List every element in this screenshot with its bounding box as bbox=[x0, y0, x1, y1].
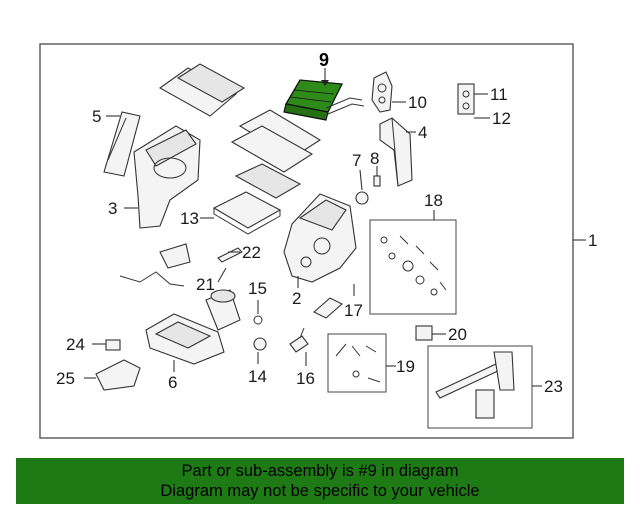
part-24[interactable] bbox=[105, 339, 121, 351]
part-10[interactable] bbox=[371, 71, 393, 113]
part-3-blower-housing[interactable] bbox=[133, 125, 201, 229]
part-11-12-bracket[interactable] bbox=[457, 83, 475, 115]
part-17-seal[interactable] bbox=[313, 297, 343, 319]
callout-11: 11 bbox=[490, 85, 508, 104]
callout-14: 14 bbox=[248, 367, 267, 386]
callout-15: 15 bbox=[248, 279, 267, 298]
callout-18: 18 bbox=[424, 191, 443, 210]
callout-9: 9 bbox=[319, 50, 329, 70]
callout-6: 6 bbox=[168, 373, 177, 392]
callout-21: 21 bbox=[196, 275, 215, 294]
part-2-heater-case[interactable] bbox=[283, 193, 357, 283]
banner-line-1: Part or sub-assembly is #9 in diagram bbox=[181, 462, 459, 480]
part-18-kit-box[interactable] bbox=[369, 219, 457, 315]
part-19-kit-box[interactable] bbox=[327, 333, 387, 393]
part-25[interactable] bbox=[95, 359, 141, 391]
part-6-lower-case[interactable] bbox=[145, 313, 225, 365]
blower-motor[interactable] bbox=[205, 289, 241, 331]
part-13[interactable] bbox=[212, 191, 282, 235]
banner-line-2: Diagram may not be specific to your vehi… bbox=[160, 482, 480, 500]
callout-2: 2 bbox=[292, 289, 301, 308]
callout-25: 25 bbox=[56, 369, 75, 388]
info-banner: Part or sub-assembly is #9 in diagram Di… bbox=[16, 458, 624, 504]
part-16-sensor[interactable] bbox=[289, 327, 309, 353]
part-23-kit-box[interactable] bbox=[427, 345, 533, 429]
callout-1: 1 bbox=[588, 231, 597, 250]
callout-5: 5 bbox=[92, 107, 101, 126]
callout-13: 13 bbox=[180, 209, 199, 228]
part-7[interactable] bbox=[355, 191, 369, 205]
part-14[interactable] bbox=[253, 337, 267, 351]
callout-20: 20 bbox=[448, 325, 467, 344]
callout-12: 12 bbox=[492, 109, 511, 128]
part-9-heater-core[interactable] bbox=[283, 79, 365, 121]
callout-8: 8 bbox=[370, 149, 379, 168]
callout-22: 22 bbox=[242, 243, 261, 262]
callout-4: 4 bbox=[418, 123, 427, 142]
callout-3: 3 bbox=[108, 199, 117, 218]
air-filter-parts[interactable] bbox=[158, 63, 322, 199]
part-8[interactable] bbox=[373, 175, 381, 187]
callout-19: 19 bbox=[396, 357, 415, 376]
part-4-duct[interactable] bbox=[379, 117, 413, 187]
callout-16: 16 bbox=[296, 369, 315, 388]
part-5[interactable] bbox=[103, 111, 141, 177]
callout-10: 10 bbox=[408, 93, 427, 112]
callout-24: 24 bbox=[66, 335, 85, 354]
part-21-cable[interactable] bbox=[119, 243, 191, 287]
callout-7: 7 bbox=[352, 151, 361, 170]
callout-23: 23 bbox=[544, 377, 563, 396]
callout-17: 17 bbox=[344, 301, 363, 320]
part-15[interactable] bbox=[253, 315, 263, 325]
part-20[interactable] bbox=[415, 325, 433, 341]
